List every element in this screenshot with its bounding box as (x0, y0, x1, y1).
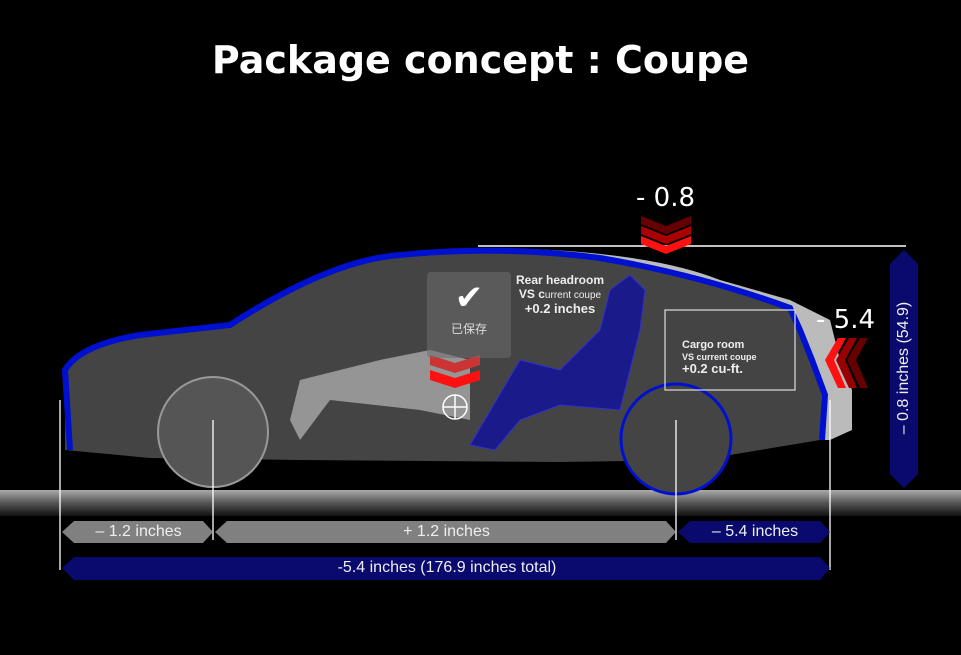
seat-chevron-icon (430, 355, 480, 388)
roof-delta-label: - 0.8 (636, 183, 695, 213)
rear-headroom-title: Rear headroom (515, 273, 605, 287)
rear-chevron-icon (825, 338, 868, 388)
saved-toast-label: 已保存 (450, 322, 487, 336)
guide-lines (59, 400, 831, 570)
checkmark-icon: ✔ (454, 279, 484, 317)
total-length-label: -5.4 inches (176.9 inches total) (337, 559, 557, 576)
saved-toast: ✔ 已保存 (427, 272, 511, 358)
cargo-room-callout: Cargo room VS current coupe +0.2 cu-ft. (682, 339, 757, 377)
rear-overhang-label: – 5.4 inches (711, 523, 799, 540)
rear-headroom-callout: Rear headroom VS current coupe +0.2 inch… (505, 273, 615, 317)
rear-overhang-arrow (678, 521, 830, 543)
wheelbase-label: + 1.2 inches (403, 523, 490, 540)
ground-band (0, 490, 961, 516)
car-outline (61, 247, 829, 451)
wheelbase-arrow (215, 521, 676, 543)
rear-headroom-value: +0.2 inches (524, 300, 596, 316)
cargo-room-value: +0.2 cu-ft. (682, 360, 744, 376)
front-overhang-label: – 1.2 inches (95, 523, 182, 540)
rear-headroom-vs: urrent coupe (544, 289, 602, 301)
height-arrow (890, 250, 918, 488)
front-occupant (290, 350, 470, 440)
rear-occupant (469, 274, 646, 451)
front-overhang-arrow (62, 521, 213, 543)
rear-delta-label: - 5.4 (816, 305, 875, 335)
cargo-area (664, 309, 796, 391)
total-length-arrow (62, 557, 830, 580)
rear-headroom-vs-prefix: VS c (518, 286, 545, 301)
slide-title: Package concept : Coupe (211, 38, 750, 82)
roof-chevron-icon (641, 216, 691, 254)
height-label: – 0.8 inches (54.9) (895, 301, 912, 435)
cargo-room-title: Cargo room (682, 339, 745, 351)
cargo-room-vs: VS current coupe (682, 351, 757, 362)
